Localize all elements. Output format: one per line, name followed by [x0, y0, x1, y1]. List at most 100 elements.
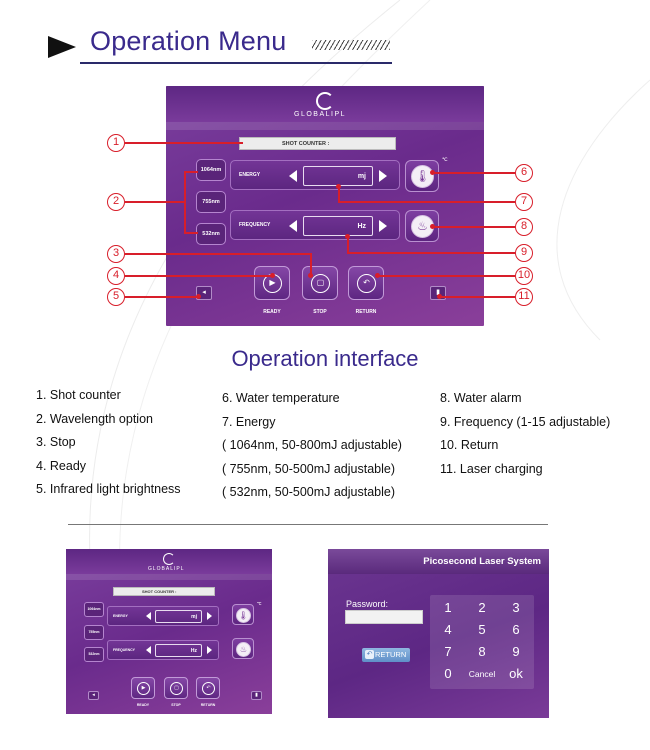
frequency-row: FREQUENCY Hz: [107, 640, 219, 660]
wavelength-532-button[interactable]: 532nm: [84, 647, 104, 662]
wavelength-1064-button[interactable]: 1064nm: [196, 159, 226, 181]
laser-charging-icon: ▮: [251, 691, 262, 700]
ready-button[interactable]: ▶: [254, 266, 290, 300]
callout-2-bracket-top: [184, 171, 198, 173]
callout-2: 2: [107, 193, 125, 211]
password-label: Password:: [346, 599, 389, 609]
callout-7-vline: [338, 186, 340, 202]
frequency-increase-icon[interactable]: [379, 220, 387, 232]
temp-unit: ℃: [442, 157, 448, 163]
legend-column-3: 8. Water alarm 9. Frequency (1-15 adjust…: [440, 387, 610, 481]
wavelength-532-button[interactable]: 532nm: [196, 223, 226, 245]
callout-5-dot: [196, 294, 201, 299]
ready-button[interactable]: ▶: [131, 677, 155, 699]
callout-1-line: [125, 142, 243, 144]
callout-4: 4: [107, 267, 125, 285]
key-3[interactable]: 3: [512, 600, 520, 615]
login-titlebar: [328, 549, 549, 574]
return-button[interactable]: ↶: [196, 677, 220, 699]
water-temperature-button: 🌡: [232, 604, 254, 625]
callout-3-dot: [308, 273, 313, 278]
stop-button[interactable]: ▢: [164, 677, 188, 699]
header-underline: [80, 62, 392, 64]
callout-9-line: [347, 252, 515, 254]
return-icon: ↶: [357, 274, 376, 293]
energy-value-box: mj: [155, 610, 202, 623]
legend-column-1: 1. Shot counter 2. Wavelength option 3. …: [36, 384, 181, 502]
water-alarm-button: ♨: [232, 638, 254, 659]
frequency-value-box: Hz: [303, 216, 373, 236]
login-title: Picosecond Laser System: [423, 556, 541, 567]
frequency-decrease-icon[interactable]: [289, 220, 297, 232]
legend-item: ( 532nm, 50-500mJ adjustable): [222, 485, 396, 499]
frequency-increase-icon[interactable]: [207, 646, 212, 654]
ready-label: READY: [263, 309, 281, 315]
callout-11-line: [440, 296, 515, 298]
callout-4-dot: [270, 273, 275, 278]
callout-7-dot: [336, 184, 341, 189]
callout-9-dot: [345, 234, 350, 239]
key-2[interactable]: 2: [478, 600, 486, 615]
key-4[interactable]: 4: [444, 622, 452, 637]
temp-unit: ℃: [257, 601, 262, 606]
legend-item: 7. Energy: [222, 414, 276, 429]
key-0[interactable]: 0: [444, 666, 452, 681]
frequency-decrease-icon[interactable]: [146, 646, 151, 654]
thermometer-icon: 🌡: [411, 165, 434, 188]
key-8[interactable]: 8: [478, 644, 486, 659]
key-1[interactable]: 1: [444, 600, 452, 615]
login-return-button[interactable]: ↶ RETURN: [362, 648, 410, 662]
key-5[interactable]: 5: [478, 622, 486, 637]
shot-counter: SHOT COUNTER :: [113, 587, 215, 596]
callout-5: 5: [107, 288, 125, 306]
ready-label: READY: [136, 703, 150, 707]
callout-3-vline: [310, 253, 312, 275]
return-icon: ↶: [365, 650, 374, 659]
legend-item: 9. Frequency (1-15 adjustable): [440, 414, 611, 429]
logo-text: GLOBALIPL: [294, 111, 347, 118]
callout-6-dot: [430, 170, 435, 175]
callout-6-line: [433, 172, 515, 174]
callout-6: 6: [515, 164, 533, 182]
key-cancel[interactable]: Cancel: [468, 669, 496, 679]
callout-2-bracket: [184, 171, 186, 233]
wavelength-755-button[interactable]: 755nm: [84, 625, 104, 640]
energy-increase-icon[interactable]: [379, 170, 387, 182]
logo-text: GLOBALIPL: [148, 566, 185, 572]
screen-band: [66, 574, 272, 580]
callout-2-line: [125, 201, 185, 203]
infrared-brightness-button[interactable]: ◂: [88, 691, 99, 700]
screen-band: [166, 122, 484, 130]
stop-button[interactable]: ▢: [302, 266, 338, 300]
legend-item: 1. Shot counter: [36, 388, 121, 402]
page-title: Operation Menu: [90, 26, 287, 56]
callout-7: 7: [515, 193, 533, 211]
key-9[interactable]: 9: [512, 644, 520, 659]
callout-8: 8: [515, 218, 533, 236]
callout-3: 3: [107, 245, 125, 263]
callout-11-dot: [437, 294, 442, 299]
callout-2-bracket-bottom: [184, 232, 198, 234]
wavelength-755-button[interactable]: 755nm: [196, 191, 226, 213]
water-faucet-icon: ♨: [236, 642, 251, 657]
password-input[interactable]: [345, 610, 423, 624]
key-6[interactable]: 6: [512, 622, 520, 637]
header-arrow-icon: [48, 36, 76, 58]
energy-decrease-icon[interactable]: [146, 612, 151, 620]
stop-icon: ▢: [311, 274, 330, 293]
callout-5-line: [125, 296, 198, 298]
energy-decrease-icon[interactable]: [289, 170, 297, 182]
key-ok[interactable]: ok: [509, 666, 523, 681]
legend-item: 2. Wavelength option: [36, 411, 153, 426]
header-hatch-decoration: [312, 40, 390, 50]
shot-counter: SHOT COUNTER :: [239, 137, 396, 150]
energy-row: ENERGY mj: [230, 160, 400, 190]
frequency-label: FREQUENCY: [239, 222, 271, 228]
wavelength-1064-button[interactable]: 1064nm: [84, 602, 104, 617]
key-7[interactable]: 7: [444, 644, 452, 659]
return-button[interactable]: ↶: [348, 266, 384, 300]
energy-increase-icon[interactable]: [207, 612, 212, 620]
return-label: RETURN: [355, 309, 377, 315]
energy-value-box: mj: [303, 166, 373, 186]
callout-3-line: [125, 253, 311, 255]
